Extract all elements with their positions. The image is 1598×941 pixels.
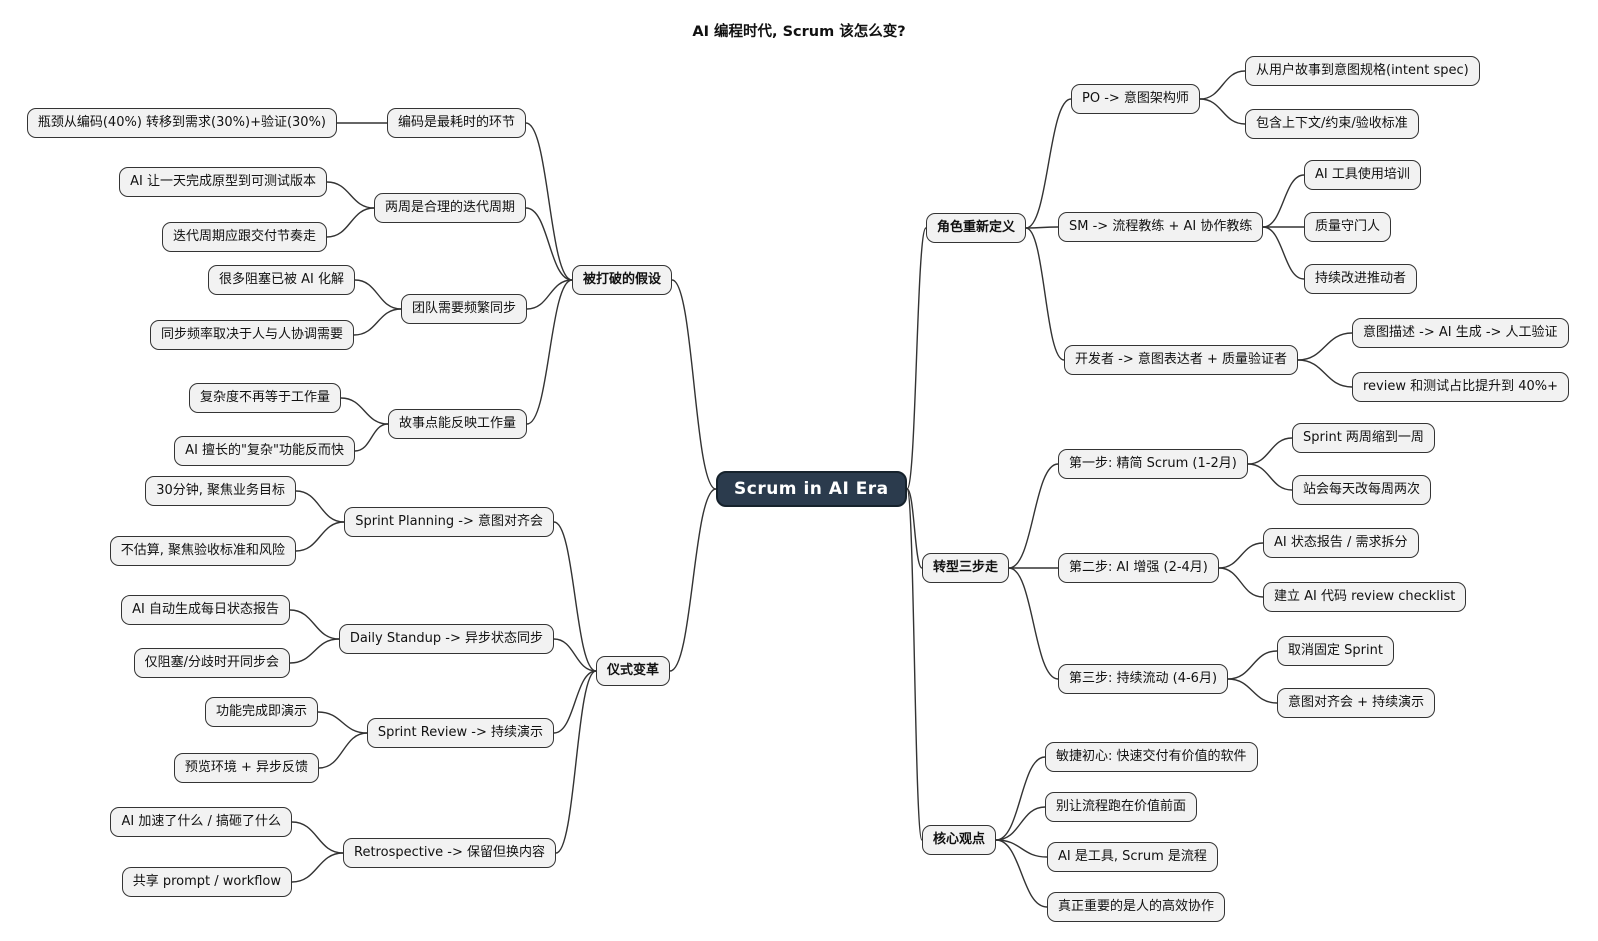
mindmap-node-root: Scrum in AI Era (716, 471, 907, 507)
mindmap-node-daily-standup: Daily Standup -> 异步状态同步 (338, 624, 554, 654)
mindmap-node-sprint-one-week: Sprint 两周缩到一周 (1292, 423, 1435, 453)
mindmap-node-intent-ai-verify-flow: 意图描述 -> AI 生成 -> 人工验证 (1352, 318, 1569, 348)
mindmap-node-step3-continuous-flow: 第三步: 持续流动 (4-6月) (1058, 664, 1229, 694)
mindmap-node-step2-ai-augment: 第二步: AI 增强 (2-4月) (1058, 553, 1219, 583)
mindmap-node-preview-environment: 预览环境 + 异步反馈 (173, 753, 319, 783)
mindmap-node-sprint-planning: Sprint Planning -> 意图对齐会 (344, 507, 554, 537)
mindmap-node-demo-on-done: 功能完成即演示 (204, 697, 318, 727)
mindmap-node-intent-spec: 从用户故事到意图规格(intent spec) (1245, 56, 1480, 86)
mindmap-node-story-points: 故事点能反映工作量 (387, 409, 527, 439)
mindmap-node-ai-daily-report: AI 自动生成每日状态报告 (121, 595, 290, 625)
mindmap-node-blockers-resolved-by-ai: 很多阻塞已被 AI 化解 (208, 265, 355, 295)
mindmap-node-cancel-fixed-sprint: 取消固定 Sprint (1277, 636, 1394, 666)
mindmap-node-step1-simplify-scrum: 第一步: 精简 Scrum (1-2月) (1058, 449, 1248, 479)
mindmap-node-ai-status-report-split: AI 状态报告 / 需求拆分 (1263, 528, 1419, 558)
mindmap-node-sprint-review: Sprint Review -> 持续演示 (366, 718, 554, 748)
mindmap-node-bottleneck-shift: 瓶颈从编码(40%) 转移到需求(30%)+验证(30%) (26, 108, 337, 138)
diagram-title: AI 编程时代, Scrum 该怎么变? (692, 24, 906, 40)
mindmap-node-context-constraints-criteria: 包含上下文/约束/验收标准 (1245, 109, 1419, 139)
mindmap-node-retrospective: Retrospective -> 保留但换内容 (343, 838, 556, 868)
mindmap-node-sync-frequency: 同步频率取决于人与人协调需要 (149, 320, 354, 350)
mindmap-node-standup-twice-weekly: 站会每天改每周两次 (1292, 475, 1432, 505)
mindmap-node-core-viewpoints: 核心观点 (922, 825, 997, 855)
mindmap-node-no-estimation: 不估算, 聚焦验收标准和风险 (109, 536, 296, 566)
mindmap-node-thirty-minutes: 30分钟, 聚焦业务目标 (145, 476, 296, 506)
mindmap-node-three-step-transformation: 转型三步走 (922, 553, 1010, 583)
mindmap-node-ceremony-change: 仪式变革 (595, 656, 670, 686)
mindmap-node-intent-alignment-demo: 意图对齐会 + 持续演示 (1277, 688, 1436, 718)
mindmap-node-continuous-improvement-driver: 持续改进推动者 (1304, 264, 1418, 294)
mindmap-node-ai-is-tool-scrum-is-process: AI 是工具, Scrum 是流程 (1047, 842, 1218, 872)
mindmap-node-team-frequent-sync: 团队需要频繁同步 (400, 294, 527, 324)
mindmap-node-quality-gatekeeper: 质量守门人 (1304, 212, 1392, 242)
mindmap-node-ai-sped-up-what: AI 加速了什么 / 搞砸了什么 (110, 807, 292, 837)
mindmap-node-sm-process-coach: SM -> 流程教练 + AI 协作教练 (1058, 212, 1264, 242)
mindmap-node-agile-original-intent: 敏捷初心: 快速交付有价值的软件 (1045, 742, 1258, 772)
mindmap-node-broken-assumptions: 被打破的假设 (571, 265, 672, 295)
mindmap-node-complexity-not-workload: 复杂度不再等于工作量 (188, 383, 341, 413)
mindmap-node-coding-longest: 编码是最耗时的环节 (386, 108, 526, 138)
mindmap-node-value-before-process: 别让流程跑在价值前面 (1045, 792, 1198, 822)
mindmap-node-share-prompt-workflow: 共享 prompt / workflow (121, 867, 292, 897)
mindmap-node-ai-one-day-prototype: AI 让一天完成原型到可测试版本 (119, 167, 327, 197)
mindmap-node-role-redefinition: 角色重新定义 (926, 213, 1027, 243)
mindmap-node-review-test-40-percent: review 和测试占比提升到 40%+ (1352, 372, 1570, 402)
mindmap-node-po-intent-architect: PO -> 意图架构师 (1071, 84, 1200, 114)
mindmap-node-ai-tool-training: AI 工具使用培训 (1304, 160, 1421, 190)
mindmap-node-ai-code-review-checklist: 建立 AI 代码 review checklist (1263, 582, 1467, 612)
mindmap-node-ai-complex-fast: AI 擅长的"复杂"功能反而快 (174, 436, 355, 466)
mindmap-node-cycle-follow-delivery: 迭代周期应跟交付节奏走 (161, 222, 327, 252)
mindmap-node-two-week-iteration: 两周是合理的迭代周期 (373, 193, 526, 223)
mindmap-node-human-collaboration: 真正重要的是人的高效协作 (1047, 892, 1226, 922)
mindmap-node-sync-only-when-blocked: 仅阻塞/分歧时开同步会 (133, 648, 290, 678)
mindmap-node-developer-intent-expresser: 开发者 -> 意图表达者 + 质量验证者 (1064, 345, 1299, 375)
